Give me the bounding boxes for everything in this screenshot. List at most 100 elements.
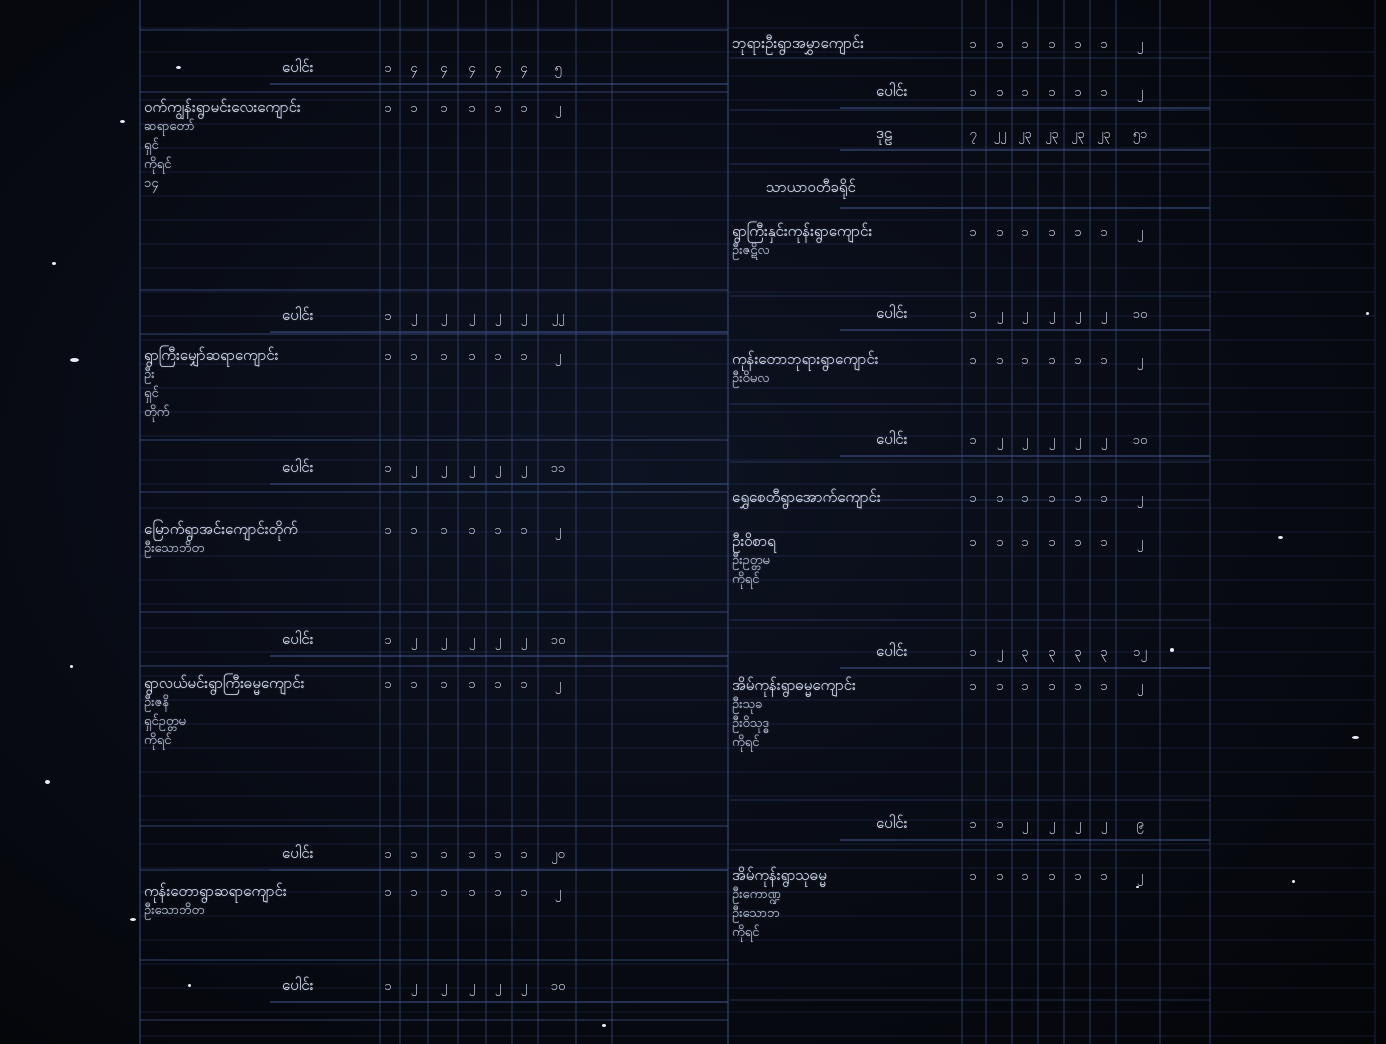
entry-title: ဝက်ကျွန်းရွာမင်းလေးကျောင်း xyxy=(144,98,301,116)
entry-value: ၁ xyxy=(468,349,476,364)
paper-speck xyxy=(1170,648,1174,652)
paper-speck xyxy=(1366,312,1369,315)
total-value: ၁ xyxy=(1100,85,1108,100)
total-value: ၂ xyxy=(1021,817,1029,832)
total-value: ၂ xyxy=(996,433,1004,448)
entry-name: ဦးဇနိ xyxy=(144,695,169,710)
total-value: ၄ xyxy=(410,61,418,76)
entry-value: ၁ xyxy=(969,353,977,368)
ledger-entry: ဘုရားဦးရွာအမွှာကျောင်း xyxy=(732,34,864,53)
paper-speck xyxy=(188,984,191,987)
entry-value: ၁ xyxy=(440,523,448,538)
entry-value: ၁ xyxy=(969,37,977,52)
entry-value: ၁ xyxy=(1100,679,1108,694)
entry-value: ၁ xyxy=(494,523,502,538)
entry-value: ၁ xyxy=(494,349,502,364)
ledger-entry: ရွာလယ်မင်းရွာကြီးဓမ္မကျောင်းဦးဇနိရှင်ဥတ္… xyxy=(144,674,304,750)
total-value: ၂၃ xyxy=(1097,127,1111,142)
total-value: ၂ xyxy=(1074,433,1082,448)
entry-value: ၁ xyxy=(1048,491,1056,506)
entry-value: ၁ xyxy=(410,885,418,900)
entry-value: ၁ xyxy=(996,869,1004,884)
total-value: ၄ xyxy=(520,61,528,76)
entry-value: ၁ xyxy=(384,885,392,900)
entry-name: ဦးကောဏ္ဍ xyxy=(732,887,781,902)
total-value: ၁ xyxy=(1074,85,1082,100)
total-value: ၂ xyxy=(440,633,448,648)
total-value: ၂ xyxy=(440,461,448,476)
total-value: ၂၀ xyxy=(551,847,565,862)
entry-value: ၁ xyxy=(1100,353,1108,368)
entry-value: ၁ xyxy=(1048,679,1056,694)
entry-value: ၁ xyxy=(1021,869,1029,884)
ledger-entry: ရွာကြီးနှင်းကုန်းရွာကျောင်းဦးဇဋိလ xyxy=(732,222,872,260)
total-value: ၂ xyxy=(410,309,418,324)
entry-value: ၁ xyxy=(494,885,502,900)
entry-value: ၁ xyxy=(1021,37,1029,52)
entry-name: ဆရာတော် xyxy=(144,119,195,134)
total-value: ၄ xyxy=(494,61,502,76)
total-value: ၂ xyxy=(1048,817,1056,832)
entry-value: ၁ xyxy=(969,225,977,240)
entry-name: ရှင်ဥတ္တမ xyxy=(144,714,186,729)
total-value: ၅၁ xyxy=(1132,127,1148,142)
total-value: ၂ xyxy=(410,461,418,476)
total-value: ၂ xyxy=(494,461,502,476)
entry-title: ရွှေစေတီရွာအောက်ကျောင်း xyxy=(732,488,881,506)
entry-value: ၁ xyxy=(440,349,448,364)
row-total-label: ပေါင်း xyxy=(282,58,314,76)
total-value: ၅ xyxy=(554,61,562,76)
paper-speck xyxy=(70,665,73,668)
entry-value: ၁ xyxy=(384,349,392,364)
entry-value: ၁ xyxy=(996,679,1004,694)
paper-speck xyxy=(1278,536,1283,539)
entry-value: ၁ xyxy=(1021,353,1029,368)
total-value: ၄ xyxy=(440,61,448,76)
entry-value: ၁ xyxy=(969,491,977,506)
entry-value: ၂ xyxy=(554,885,562,900)
entry-value: ၁ xyxy=(468,101,476,116)
entry-value: ၂ xyxy=(1136,225,1144,240)
entry-value: ၁ xyxy=(440,885,448,900)
entry-name: ဦးဝိသုဒ္ဓ xyxy=(732,716,770,731)
ledger-entry: ဦးဝိစာရဦးဥတ္တမကိုရင် xyxy=(732,532,776,589)
entry-value: ၁ xyxy=(1074,353,1082,368)
entry-value: ၁ xyxy=(996,491,1004,506)
total-value: ၂ xyxy=(1100,307,1108,322)
entry-value: ၁ xyxy=(996,535,1004,550)
row-total-label: ပေါင်း xyxy=(282,844,314,862)
entry-value: ၁ xyxy=(384,523,392,538)
entry-name: ၁၄ xyxy=(144,176,159,191)
entry-value: ၁ xyxy=(468,677,476,692)
total-value: ၁ xyxy=(384,979,392,994)
paper-speck xyxy=(1352,736,1359,739)
row-total-label: ပေါင်း xyxy=(282,306,314,324)
entry-name: ဦးသောဘ xyxy=(732,906,780,921)
total-value: ၁၁ xyxy=(550,461,566,476)
total-value: ၂ xyxy=(1100,817,1108,832)
entry-value: ၁ xyxy=(1021,225,1029,240)
entry-name: တိုက် xyxy=(144,405,170,420)
paper-speck xyxy=(130,918,136,921)
total-value: ၁ xyxy=(384,847,392,862)
entry-value: ၁ xyxy=(440,101,448,116)
entry-name: ကိုရင် xyxy=(144,157,172,172)
entry-title: ဦးဝိစာရ xyxy=(732,532,776,550)
entry-name: ကိုရင် xyxy=(144,733,172,748)
entry-value: ၁ xyxy=(1048,869,1056,884)
entry-name: ကိုရင် xyxy=(732,735,760,750)
total-value: ၁၀ xyxy=(550,633,566,648)
entry-value: ၁ xyxy=(494,677,502,692)
ledger-entry: ကုန်းတောရွာဆရာကျောင်းဦးသောဘိတ xyxy=(144,882,287,920)
total-value: ၂၃ xyxy=(1018,127,1032,142)
total-value: ၂ xyxy=(440,309,448,324)
entry-value: ၁ xyxy=(410,677,418,692)
entry-title: အိမ်ကုန်းရွာဓမ္မကျောင်း xyxy=(732,676,856,694)
ledger-entry: ဝက်ကျွန်းရွာမင်းလေးကျောင်းဆရာတော်ရှင်ကို… xyxy=(144,98,301,193)
total-value: ၃ xyxy=(1021,645,1029,660)
entry-value: ၁ xyxy=(1100,37,1108,52)
total-value: ၂ xyxy=(494,633,502,648)
total-value: ၁ xyxy=(969,817,977,832)
total-value: ၂ xyxy=(1048,307,1056,322)
entry-name: ရှင် xyxy=(144,138,159,153)
